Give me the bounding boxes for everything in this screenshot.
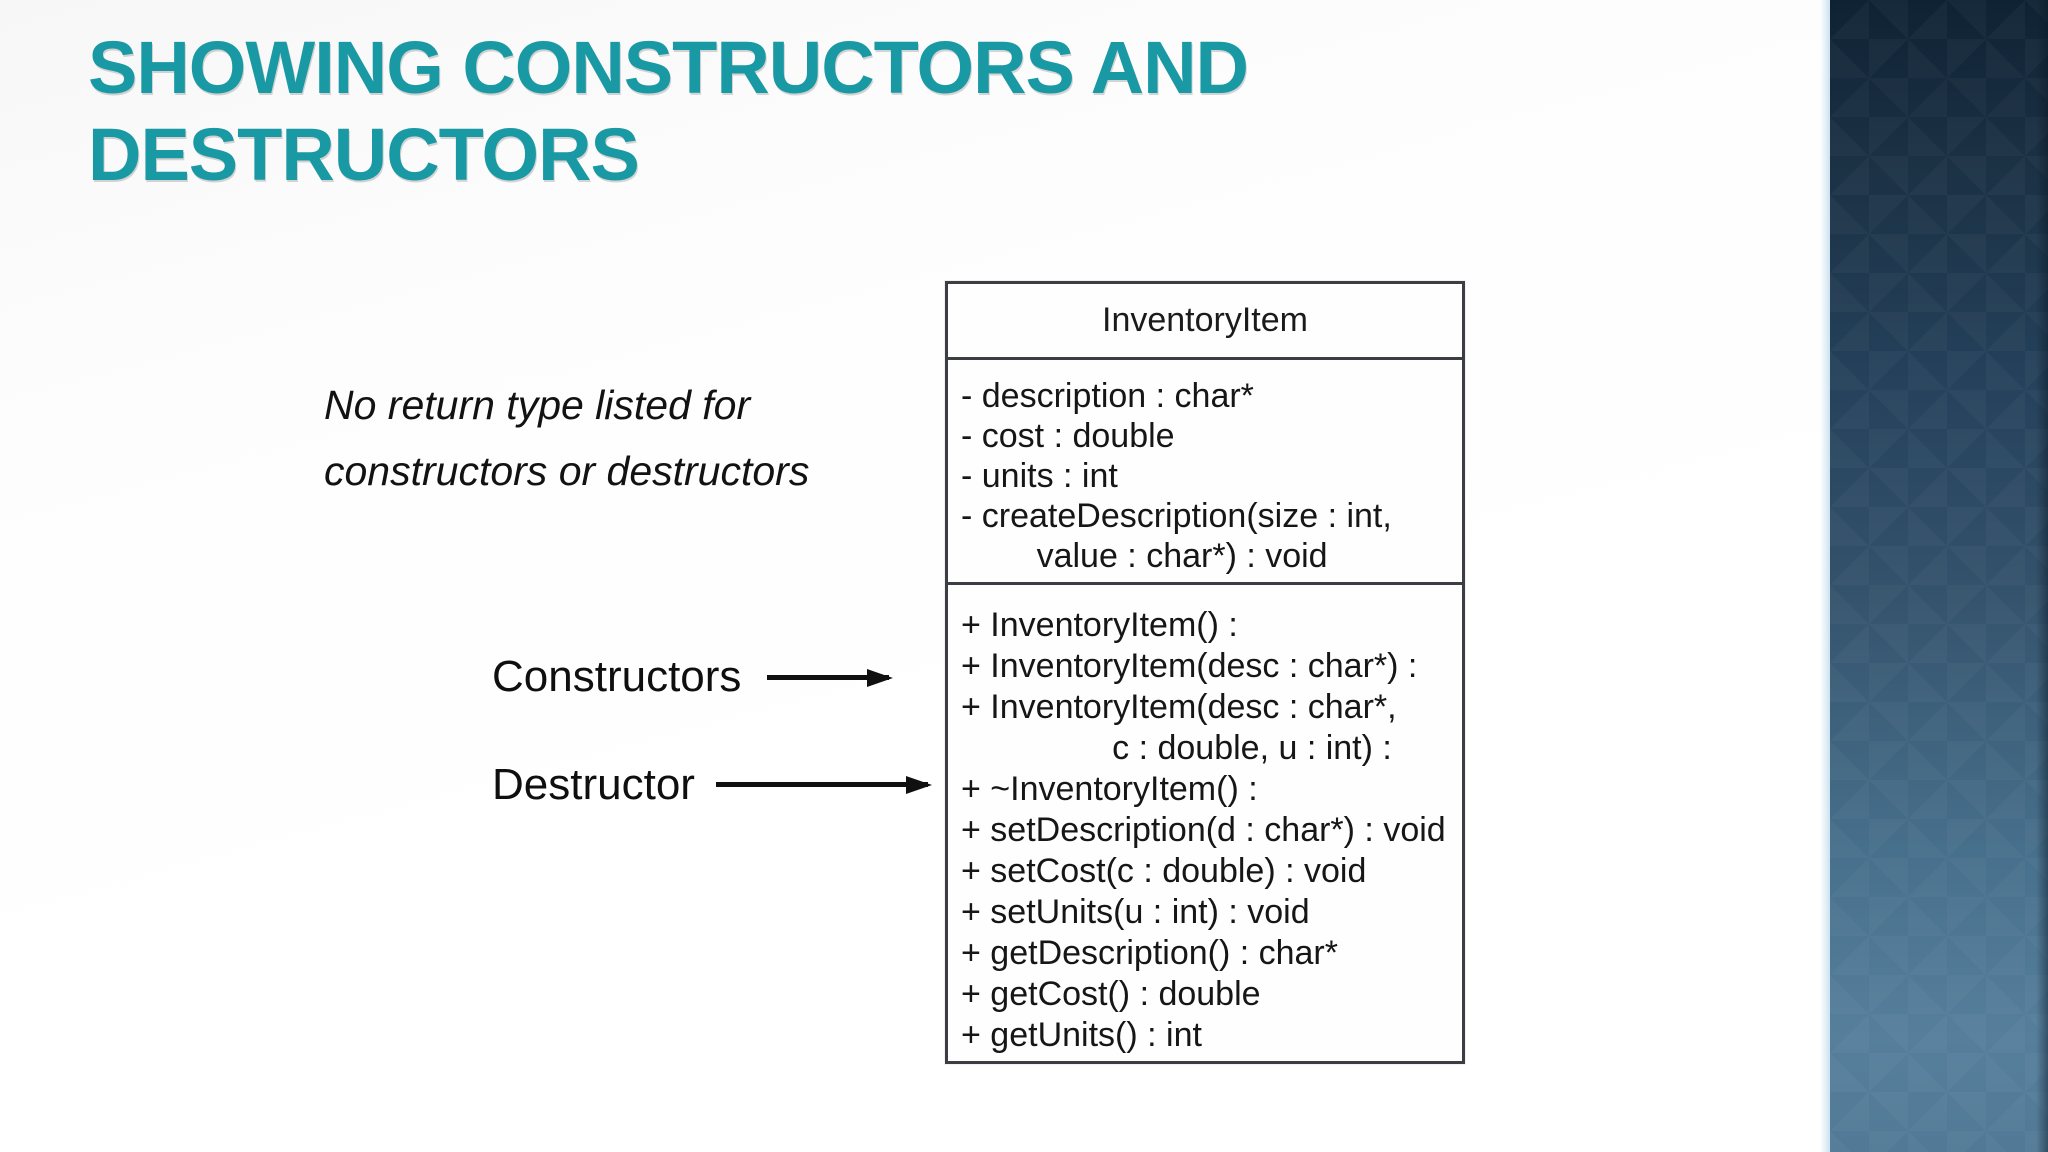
attribute-line: - cost : double: [961, 417, 1175, 455]
method-line: + ~InventoryItem() :: [961, 770, 1258, 808]
constructors-arrow-icon: [767, 669, 893, 687]
method-line: + InventoryItem() :: [961, 606, 1238, 644]
attribute-line: - units : int: [961, 457, 1118, 495]
decorative-side-band: [1830, 0, 2048, 1152]
uml-attributes-compartment: - description : char*- cost : double- un…: [948, 360, 1462, 582]
margin-note-line-1: No return type listed for: [324, 382, 751, 428]
method-line: + setCost(c : double) : void: [961, 852, 1367, 890]
page-title-line-2: DESTRUCTORS: [88, 113, 640, 196]
method-line: + getCost() : double: [961, 975, 1261, 1013]
method-line: + InventoryItem(desc : char*) :: [961, 647, 1418, 685]
constructors-label: Constructors: [492, 652, 742, 701]
attribute-line: value : char*) : void: [961, 537, 1328, 575]
destructor-arrow-icon: [716, 776, 932, 794]
method-line: + setDescription(d : char*) : void: [961, 811, 1446, 849]
method-line: + setUnits(u : int) : void: [961, 893, 1310, 931]
destructor-label: Destructor: [492, 760, 695, 809]
page-title-line-1: SHOWING CONSTRUCTORS AND: [88, 26, 1249, 109]
method-line: c : double, u : int) :: [961, 729, 1392, 767]
attribute-line: - description : char*: [961, 377, 1254, 415]
attribute-line: - createDescription(size : int,: [961, 497, 1392, 535]
method-line: + InventoryItem(desc : char*,: [961, 688, 1397, 726]
method-line: + getUnits() : int: [961, 1016, 1202, 1054]
method-line: + getDescription() : char*: [961, 934, 1338, 972]
margin-note-line-2: constructors or destructors: [324, 448, 810, 494]
page-title: SHOWING CONSTRUCTORS AND DESTRUCTORS: [88, 24, 1249, 198]
uml-methods-compartment: + InventoryItem() :+ InventoryItem(desc …: [948, 582, 1462, 1061]
uml-class-box: InventoryItem - description : char*- cos…: [945, 281, 1465, 1064]
uml-class-name: InventoryItem: [948, 284, 1462, 360]
margin-note: No return type listed for constructors o…: [324, 372, 809, 504]
band-light-edge: [1820, 0, 1830, 1152]
